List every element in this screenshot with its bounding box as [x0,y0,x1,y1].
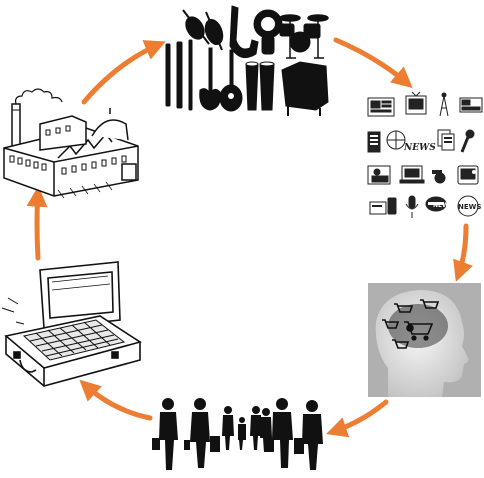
microphone-icon [460,129,475,153]
drum-kit-icon [279,14,329,59]
shopper-figure [222,406,234,450]
ground-hatching [57,181,113,199]
news-globe-label: NEWS [458,203,481,211]
shopper-figure [152,398,178,470]
piano-icon [281,61,329,116]
shoppers-silhouette-icon [152,398,323,470]
shopping-cart-icon [394,303,414,313]
clarinet-icon [176,41,183,109]
arrow-shoppers-to-money [79,379,153,421]
newspaper-news-label: NEWS [433,202,453,209]
arrow-factory-to-instruments [81,40,166,105]
smoke [15,88,63,105]
violin-icon [204,11,224,51]
conga-drums-icon [245,61,275,111]
laptop-news-icon [399,165,425,184]
news-speech-icon [425,196,447,212]
newspaper-column-icon [367,131,381,153]
money-bundles [22,319,126,361]
shopping-cart-icons [382,299,440,349]
saxophone-icon [229,5,259,59]
arrow-instruments-to-media [333,37,413,89]
factory-icon [3,88,139,199]
arrow-head-to-shoppers [326,399,389,438]
shopping-cart-icon [382,319,400,329]
broadcast-icon [432,170,446,184]
cycle-arrows [26,37,473,438]
shopper-figure [238,417,246,450]
media-news-icons: NEWS [367,91,483,218]
musical-instruments-icon [165,5,329,116]
arrow-media-to-head [453,223,473,282]
globe-news-label: NEWS [403,143,436,153]
shopping-cart-icon [404,321,434,341]
violin-icon [182,9,210,45]
phone-news-icon [369,197,397,215]
shopping-cart-icon [392,339,410,349]
clarinet-icon [165,43,171,107]
shopper-figure [250,406,262,450]
tv-icon [405,91,427,115]
money-briefcase-icon [1,261,142,387]
shopping-cart-icon [420,299,440,309]
arrow-money-to-factory [26,185,48,261]
consumer-mind-panel [368,283,481,397]
tuba-icon [253,9,283,55]
factory-windows [9,125,127,175]
shopper-figure [302,400,323,470]
news-anchor-icon [367,165,391,185]
tablet-news-icon [457,165,479,185]
news-ticker-icon [459,97,483,113]
flute-icon [188,39,193,111]
radio-tower-icon [439,92,449,117]
shopper-figure [266,398,304,468]
shopper-figure [260,408,272,452]
newspaper-icon [367,97,395,117]
globe-news-icon: NEWS [386,130,436,153]
news-globe-icon: NEWS [457,195,481,217]
podcast-mic-icon [405,195,419,218]
document-stack-icon [437,129,455,151]
electric-guitar-icon [199,47,221,111]
acoustic-guitar-icon [219,49,243,112]
shopper-figure [184,398,220,468]
brain-shadow [388,304,448,348]
